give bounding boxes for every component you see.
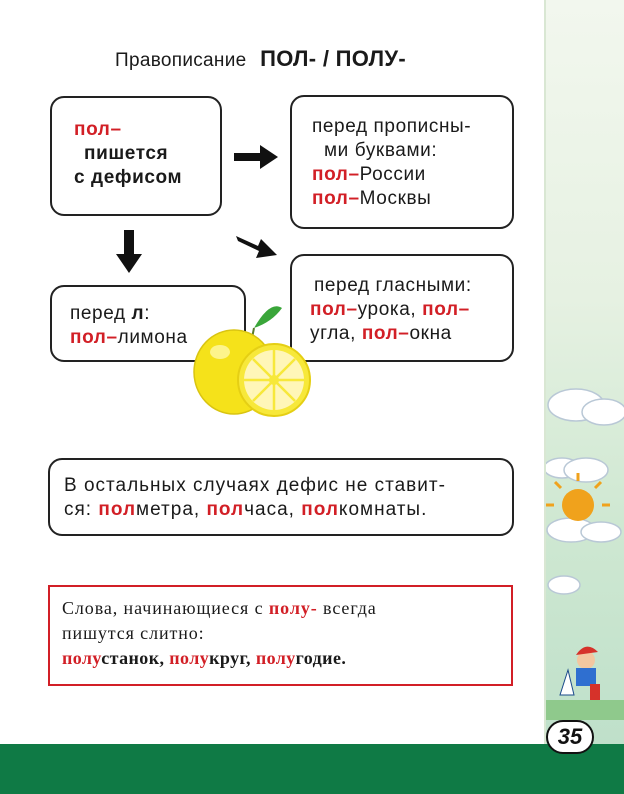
vowels-line1: перед гласными: — [314, 275, 472, 296]
title-text: Правописание — [115, 50, 247, 71]
arrow-diagonal-icon — [236, 236, 277, 258]
rule-box-polu: Слова, начинающиеся с полу- всегда пишут… — [48, 585, 513, 686]
example-word: России — [359, 164, 426, 185]
box-main-line3: с дефисом — [74, 167, 183, 188]
example-word: урока, — [357, 299, 423, 320]
leaf-icon — [254, 306, 282, 328]
example-word: лимона — [117, 327, 188, 348]
page-number: 35 — [546, 720, 594, 754]
example-prefix: пол– — [361, 323, 410, 344]
example-prefix: пол — [98, 499, 137, 520]
box-main-line2: пишется — [84, 143, 169, 164]
example-prefix: пол — [206, 499, 245, 520]
other-line1: В остальных случаях дефис не ставит- — [64, 475, 446, 496]
example-prefix: пол– — [422, 299, 470, 320]
example-word: окна — [409, 323, 452, 344]
example-prefix: пол– — [70, 327, 118, 348]
side-illustration — [543, 388, 624, 720]
letter-l: л — [131, 303, 145, 324]
polu-line1-end: всегда — [317, 598, 377, 618]
rule-box-no-hyphen: В остальных случаях дефис не ставит- ся:… — [48, 458, 514, 536]
arrow-down-icon — [116, 230, 142, 273]
rule-box-vowels: перед гласными: пол–урока, пол– угла, по… — [290, 254, 514, 362]
page-title: Правописание ПОЛ- / ПОЛУ- — [115, 46, 406, 72]
prefix-polu: полу- — [268, 598, 318, 618]
example-word: Москвы — [359, 188, 432, 209]
example-prefix: пол– — [312, 164, 360, 185]
prefix-pol: пол– — [74, 119, 122, 140]
polu-line2: пишутся слитно: — [62, 623, 205, 643]
example-word: годие. — [295, 648, 347, 668]
decorative-side-strip — [543, 0, 624, 744]
example-prefix: полу — [62, 648, 102, 668]
example-word: метра, — [136, 499, 207, 520]
example-word: станок, — [101, 648, 170, 668]
other-line2: ся: — [64, 499, 99, 520]
child-icon — [576, 646, 600, 700]
example-prefix: пол– — [312, 188, 360, 209]
example-prefix: полу — [255, 648, 296, 668]
example-word: круг, — [209, 648, 256, 668]
arrow-right-icon — [234, 145, 278, 169]
example-prefix: пол — [301, 499, 339, 520]
example-word: часа, — [244, 499, 302, 520]
lemon-illustration — [193, 306, 311, 417]
capitals-line2: ми буквами: — [324, 140, 438, 161]
sun-icon — [546, 473, 610, 521]
rule-box-hyphen: пол– пишется с дефисом — [50, 96, 222, 216]
example-prefix: пол– — [310, 299, 358, 320]
example-word: угла, — [310, 323, 362, 344]
example-prefix: полу — [169, 648, 210, 668]
example-word: комнаты. — [338, 499, 428, 520]
capitals-line1: перед прописны- — [312, 116, 472, 137]
footer-bar — [0, 744, 624, 794]
title-forms: ПОЛ- / ПОЛУ- — [260, 46, 406, 71]
rule-box-capitals: перед прописны- ми буквами: пол–России п… — [290, 95, 514, 229]
colon: : — [144, 303, 151, 324]
polu-line1: Слова, начинающиеся с — [62, 598, 269, 618]
l-line1: перед — [70, 303, 132, 324]
